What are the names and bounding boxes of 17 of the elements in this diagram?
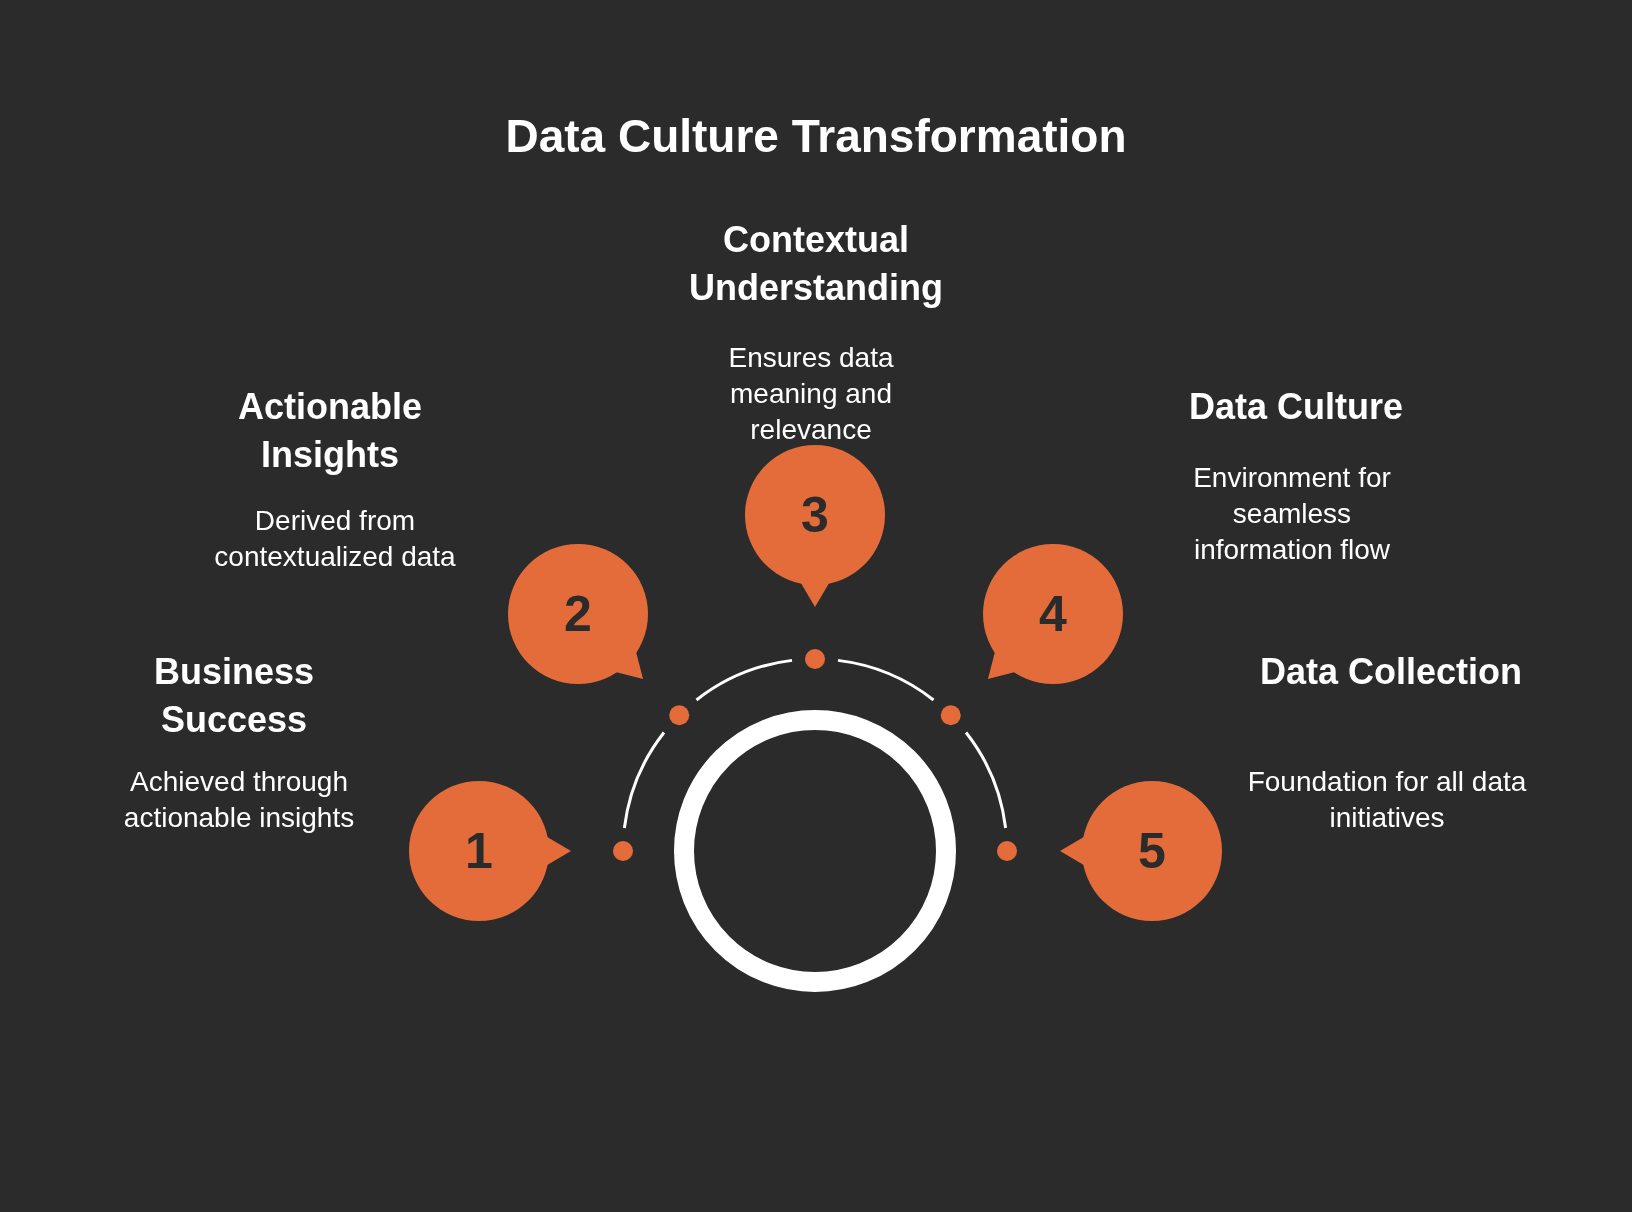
step-number: 4 [1039,589,1067,639]
step-number: 2 [564,589,592,639]
step-description: Derived from contextualized data [213,504,457,574]
step-number: 1 [465,826,493,876]
step-heading: Data Culture [1188,385,1404,429]
step-description: Ensures data meaning and relevance [727,341,895,447]
step-number: 5 [1138,826,1166,876]
step-description: Environment for seamless information flow [1192,461,1392,567]
step-heading: Business Success [152,650,316,742]
ring [674,710,956,992]
step-description: Achieved through actionable insights [122,765,356,835]
step-heading: Actionable Insights [237,385,423,477]
step-number: 3 [801,490,829,540]
step-heading: Contextual Understanding [688,218,944,310]
step-heading: Data Collection [1258,650,1523,694]
title: Data Culture Transformation [504,109,1128,164]
step-description: Foundation for all data initiatives [1246,765,1528,835]
